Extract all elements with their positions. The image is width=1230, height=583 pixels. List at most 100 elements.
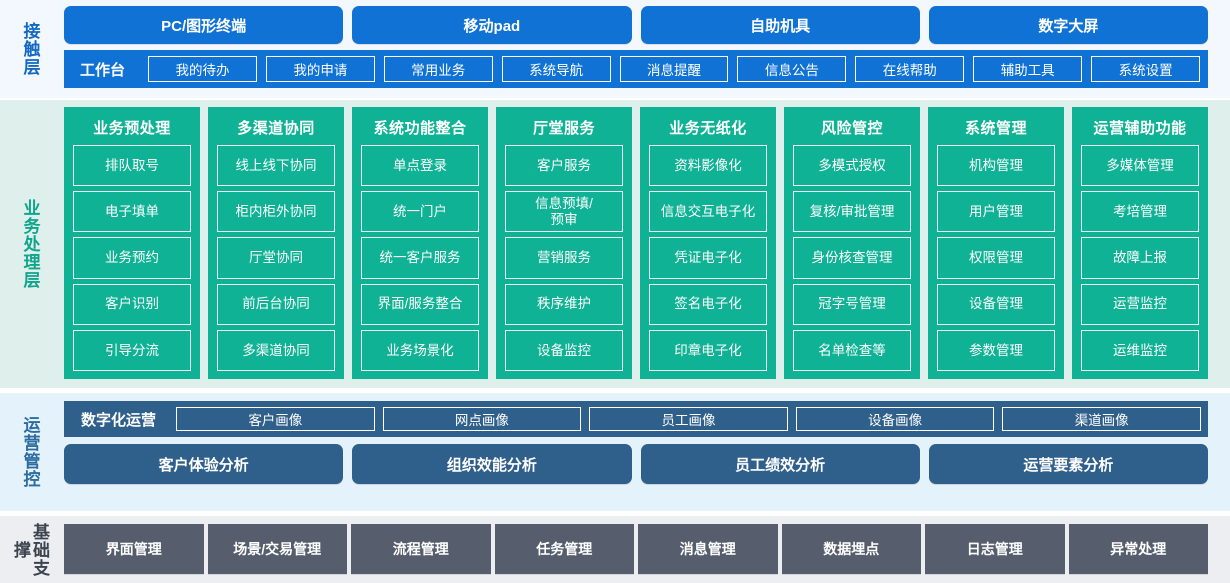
- business-cell[interactable]: 运维监控: [1081, 329, 1199, 372]
- business-cell[interactable]: 电子填单: [73, 191, 191, 233]
- business-cell[interactable]: 凭证电子化: [649, 237, 767, 279]
- business-cell[interactable]: 界面/服务整合: [361, 283, 479, 325]
- business-cell[interactable]: 业务场景化: [361, 329, 479, 372]
- business-cell[interactable]: 参数管理: [937, 329, 1055, 372]
- business-column-lobby-service: 厅堂服务 客户服务 信息预填/ 预审 营销服务 秩序维护 设备监控: [496, 107, 632, 379]
- analysis-operating-factors[interactable]: 运营要素分析: [928, 444, 1208, 484]
- business-cell[interactable]: 用户管理: [937, 191, 1055, 233]
- workbench-item-message-alert[interactable]: 消息提醒: [619, 56, 729, 82]
- business-cell[interactable]: 信息交互电子化: [649, 191, 767, 233]
- workbench-title: 工作台: [80, 61, 126, 79]
- business-cell[interactable]: 客户服务: [505, 145, 623, 187]
- column-title: 运营辅助功能: [1093, 119, 1187, 137]
- contact-layer: 接触层 PC/图形终端 移动pad 自助机具 数字大屏 工作台 我的待办 我的申…: [0, 0, 1230, 98]
- business-cell[interactable]: 厅堂协同: [217, 237, 335, 279]
- business-cell[interactable]: 考培管理: [1081, 191, 1199, 233]
- business-cell[interactable]: 线上线下协同: [217, 145, 335, 187]
- business-cell[interactable]: 统一客户服务: [361, 237, 479, 279]
- foundation-data-tracking[interactable]: 数据埋点: [781, 524, 921, 574]
- workbench-bar: 工作台 我的待办 我的申请 常用业务 系统导航 消息提醒 信息公告 在线帮助 辅…: [64, 50, 1208, 88]
- column-title: 系统功能整合: [373, 119, 467, 137]
- business-cell[interactable]: 设备监控: [505, 329, 623, 372]
- operations-layer: 运营管控 数字化运营 客户画像 网点画像 员工画像 设备画像 渠道画像 客户体验…: [0, 393, 1230, 511]
- business-cell[interactable]: 统一门户: [361, 191, 479, 233]
- workbench-item-system-settings[interactable]: 系统设置: [1091, 56, 1201, 82]
- business-cell[interactable]: 复核/审批管理: [793, 191, 911, 233]
- business-column-system-integration: 系统功能整合 单点登录 统一门户 统一客户服务 界面/服务整合 业务场景化: [352, 107, 488, 379]
- workbench-item-system-nav[interactable]: 系统导航: [501, 56, 611, 82]
- business-cell[interactable]: 前后台协同: [217, 283, 335, 325]
- portrait-branch[interactable]: 网点画像: [382, 407, 582, 431]
- business-cell[interactable]: 单点登录: [361, 145, 479, 187]
- business-cell[interactable]: 排队取号: [73, 145, 191, 187]
- foundation-ui-management[interactable]: 界面管理: [64, 524, 204, 574]
- business-cell[interactable]: 签名电子化: [649, 283, 767, 325]
- digital-operations-bar: 数字化运营 客户画像 网点画像 员工画像 设备画像 渠道画像: [64, 401, 1208, 437]
- business-cell[interactable]: 营销服务: [505, 237, 623, 279]
- terminal-row: PC/图形终端 移动pad 自助机具 数字大屏: [60, 0, 1230, 44]
- business-cell[interactable]: 多媒体管理: [1081, 145, 1199, 187]
- portrait-channel[interactable]: 渠道画像: [1002, 407, 1201, 431]
- foundation-message-management[interactable]: 消息管理: [638, 524, 778, 574]
- foundation-task-management[interactable]: 任务管理: [494, 524, 634, 574]
- analysis-row: 客户体验分析 组织效能分析 员工绩效分析 运营要素分析: [64, 444, 1208, 484]
- operations-layer-body: 数字化运营 客户画像 网点画像 员工画像 设备画像 渠道画像 客户体验分析 组织…: [60, 393, 1230, 511]
- business-cell[interactable]: 客户识别: [73, 283, 191, 325]
- portrait-customer[interactable]: 客户画像: [176, 407, 375, 431]
- business-cell[interactable]: 多模式授权: [793, 145, 911, 187]
- workbench-item-my-application[interactable]: 我的申请: [265, 56, 375, 82]
- contact-layer-label: 接触层: [20, 22, 40, 76]
- business-cell[interactable]: 运营监控: [1081, 283, 1199, 325]
- business-column-risk-control: 风险管控 多模式授权 复核/审批管理 身份核查管理 冠字号管理 名单检查等: [784, 107, 920, 379]
- column-title: 系统管理: [964, 119, 1027, 137]
- business-column-ops-support: 运营辅助功能 多媒体管理 考培管理 故障上报 运营监控 运维监控: [1072, 107, 1208, 379]
- business-cell[interactable]: 资料影像化: [649, 145, 767, 187]
- business-cell[interactable]: 冠字号管理: [793, 283, 911, 325]
- operations-layer-label: 运营管控: [20, 416, 40, 488]
- business-cell[interactable]: 引导分流: [73, 329, 191, 372]
- foundation-exception-handling[interactable]: 异常处理: [1068, 524, 1208, 574]
- column-title: 业务预处理: [93, 119, 171, 137]
- foundation-log-management[interactable]: 日志管理: [925, 524, 1065, 574]
- business-layer: 业务处理层 业务预处理 排队取号 电子填单 业务预约 客户识别 引导分流 多渠道…: [0, 100, 1230, 388]
- column-title: 多渠道协同: [237, 119, 315, 137]
- workbench-item-announcement[interactable]: 信息公告: [737, 56, 847, 82]
- analysis-org-efficiency[interactable]: 组织效能分析: [352, 444, 632, 484]
- digital-operations-title: 数字化运营: [81, 411, 157, 429]
- business-cell[interactable]: 名单检查等: [793, 329, 911, 372]
- business-column-system-management: 系统管理 机构管理 用户管理 权限管理 设备管理 参数管理: [928, 107, 1064, 379]
- terminal-self-service[interactable]: 自助机具: [640, 6, 920, 44]
- business-cell[interactable]: 权限管理: [937, 237, 1055, 279]
- column-title: 厅堂服务: [532, 119, 595, 137]
- business-column-preprocessing: 业务预处理 排队取号 电子填单 业务预约 客户识别 引导分流: [64, 107, 200, 379]
- workbench-item-online-help[interactable]: 在线帮助: [855, 56, 965, 82]
- contact-layer-body: PC/图形终端 移动pad 自助机具 数字大屏 工作台 我的待办 我的申请 常用…: [60, 0, 1230, 98]
- workbench-item-aux-tools[interactable]: 辅助工具: [973, 56, 1083, 82]
- workbench-item-my-todo[interactable]: 我的待办: [148, 56, 257, 82]
- business-cell[interactable]: 信息预填/ 预审: [505, 191, 623, 233]
- foundation-items: 界面管理 场景/交易管理 流程管理 任务管理 消息管理 数据埋点 日志管理 异常…: [60, 516, 1230, 583]
- analysis-customer-experience[interactable]: 客户体验分析: [64, 444, 344, 484]
- analysis-employee-performance[interactable]: 员工绩效分析: [640, 444, 920, 484]
- business-column-multichannel: 多渠道协同 线上线下协同 柜内柜外协同 厅堂协同 前后台协同 多渠道协同: [208, 107, 344, 379]
- portrait-employee[interactable]: 员工画像: [589, 407, 788, 431]
- foundation-scenario-transaction-management[interactable]: 场景/交易管理: [207, 524, 347, 574]
- business-cell[interactable]: 印章电子化: [649, 329, 767, 372]
- foundation-layer: 基础支撑 界面管理 场景/交易管理 流程管理 任务管理 消息管理 数据埋点 日志…: [0, 516, 1230, 583]
- business-cell[interactable]: 多渠道协同: [217, 329, 335, 372]
- business-cell[interactable]: 秩序维护: [505, 283, 623, 325]
- foundation-process-management[interactable]: 流程管理: [351, 524, 491, 574]
- portrait-device[interactable]: 设备画像: [795, 407, 995, 431]
- terminal-digital-screen[interactable]: 数字大屏: [928, 6, 1208, 44]
- business-cell[interactable]: 故障上报: [1081, 237, 1199, 279]
- business-cell[interactable]: 业务预约: [73, 237, 191, 279]
- business-cell[interactable]: 身份核查管理: [793, 237, 911, 279]
- business-cell[interactable]: 设备管理: [937, 283, 1055, 325]
- terminal-pc[interactable]: PC/图形终端: [64, 6, 344, 44]
- terminal-mobile-pad[interactable]: 移动pad: [352, 6, 632, 44]
- foundation-layer-label: 基础支撑: [11, 522, 50, 577]
- business-column-paperless: 业务无纸化 资料影像化 信息交互电子化 凭证电子化 签名电子化 印章电子化: [640, 107, 776, 379]
- business-cell[interactable]: 机构管理: [937, 145, 1055, 187]
- workbench-item-common-business[interactable]: 常用业务: [383, 56, 493, 82]
- business-cell[interactable]: 柜内柜外协同: [217, 191, 335, 233]
